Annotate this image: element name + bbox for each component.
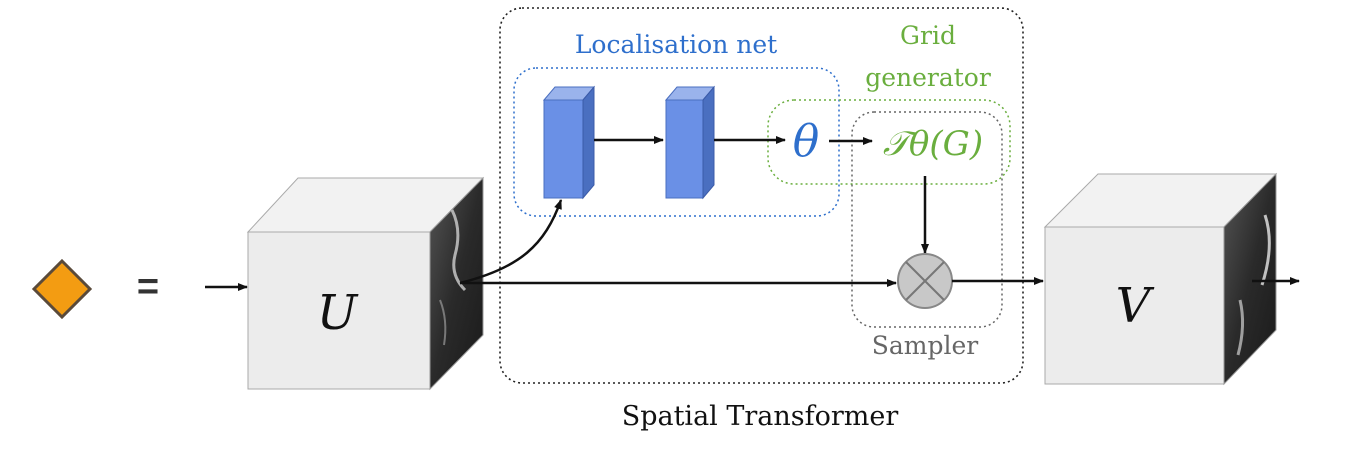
input-map-label: U (317, 285, 359, 341)
localisation-layer-block-2 (664, 85, 716, 200)
localisation-net-box (513, 67, 840, 217)
theta-parameter: θ (793, 116, 820, 167)
grid-generator-box (767, 99, 1011, 185)
legend-diamond-icon (31, 258, 93, 320)
localisation-net-label: Localisation net (575, 30, 777, 59)
output-map-label: V (1116, 278, 1155, 334)
legend-equals-sign: = (137, 266, 159, 308)
transform-grid-label: 𝒯θ(G) (883, 124, 983, 164)
sampler-label: Sampler (872, 331, 979, 360)
u-to-localisation-arrow (459, 199, 563, 285)
output-feature-map-v: V (1043, 172, 1278, 386)
localisation-layer-block-1 (542, 85, 596, 200)
sampler-box (851, 111, 1003, 328)
spatial-transformer-caption: Spatial Transformer (622, 401, 899, 432)
input-feature-map-u: U (246, 176, 485, 391)
grid-generator-label-line1: Grid (900, 21, 956, 50)
grid-generator-label-line2: generator (865, 63, 991, 92)
sampler-multiply-icon (897, 253, 953, 309)
